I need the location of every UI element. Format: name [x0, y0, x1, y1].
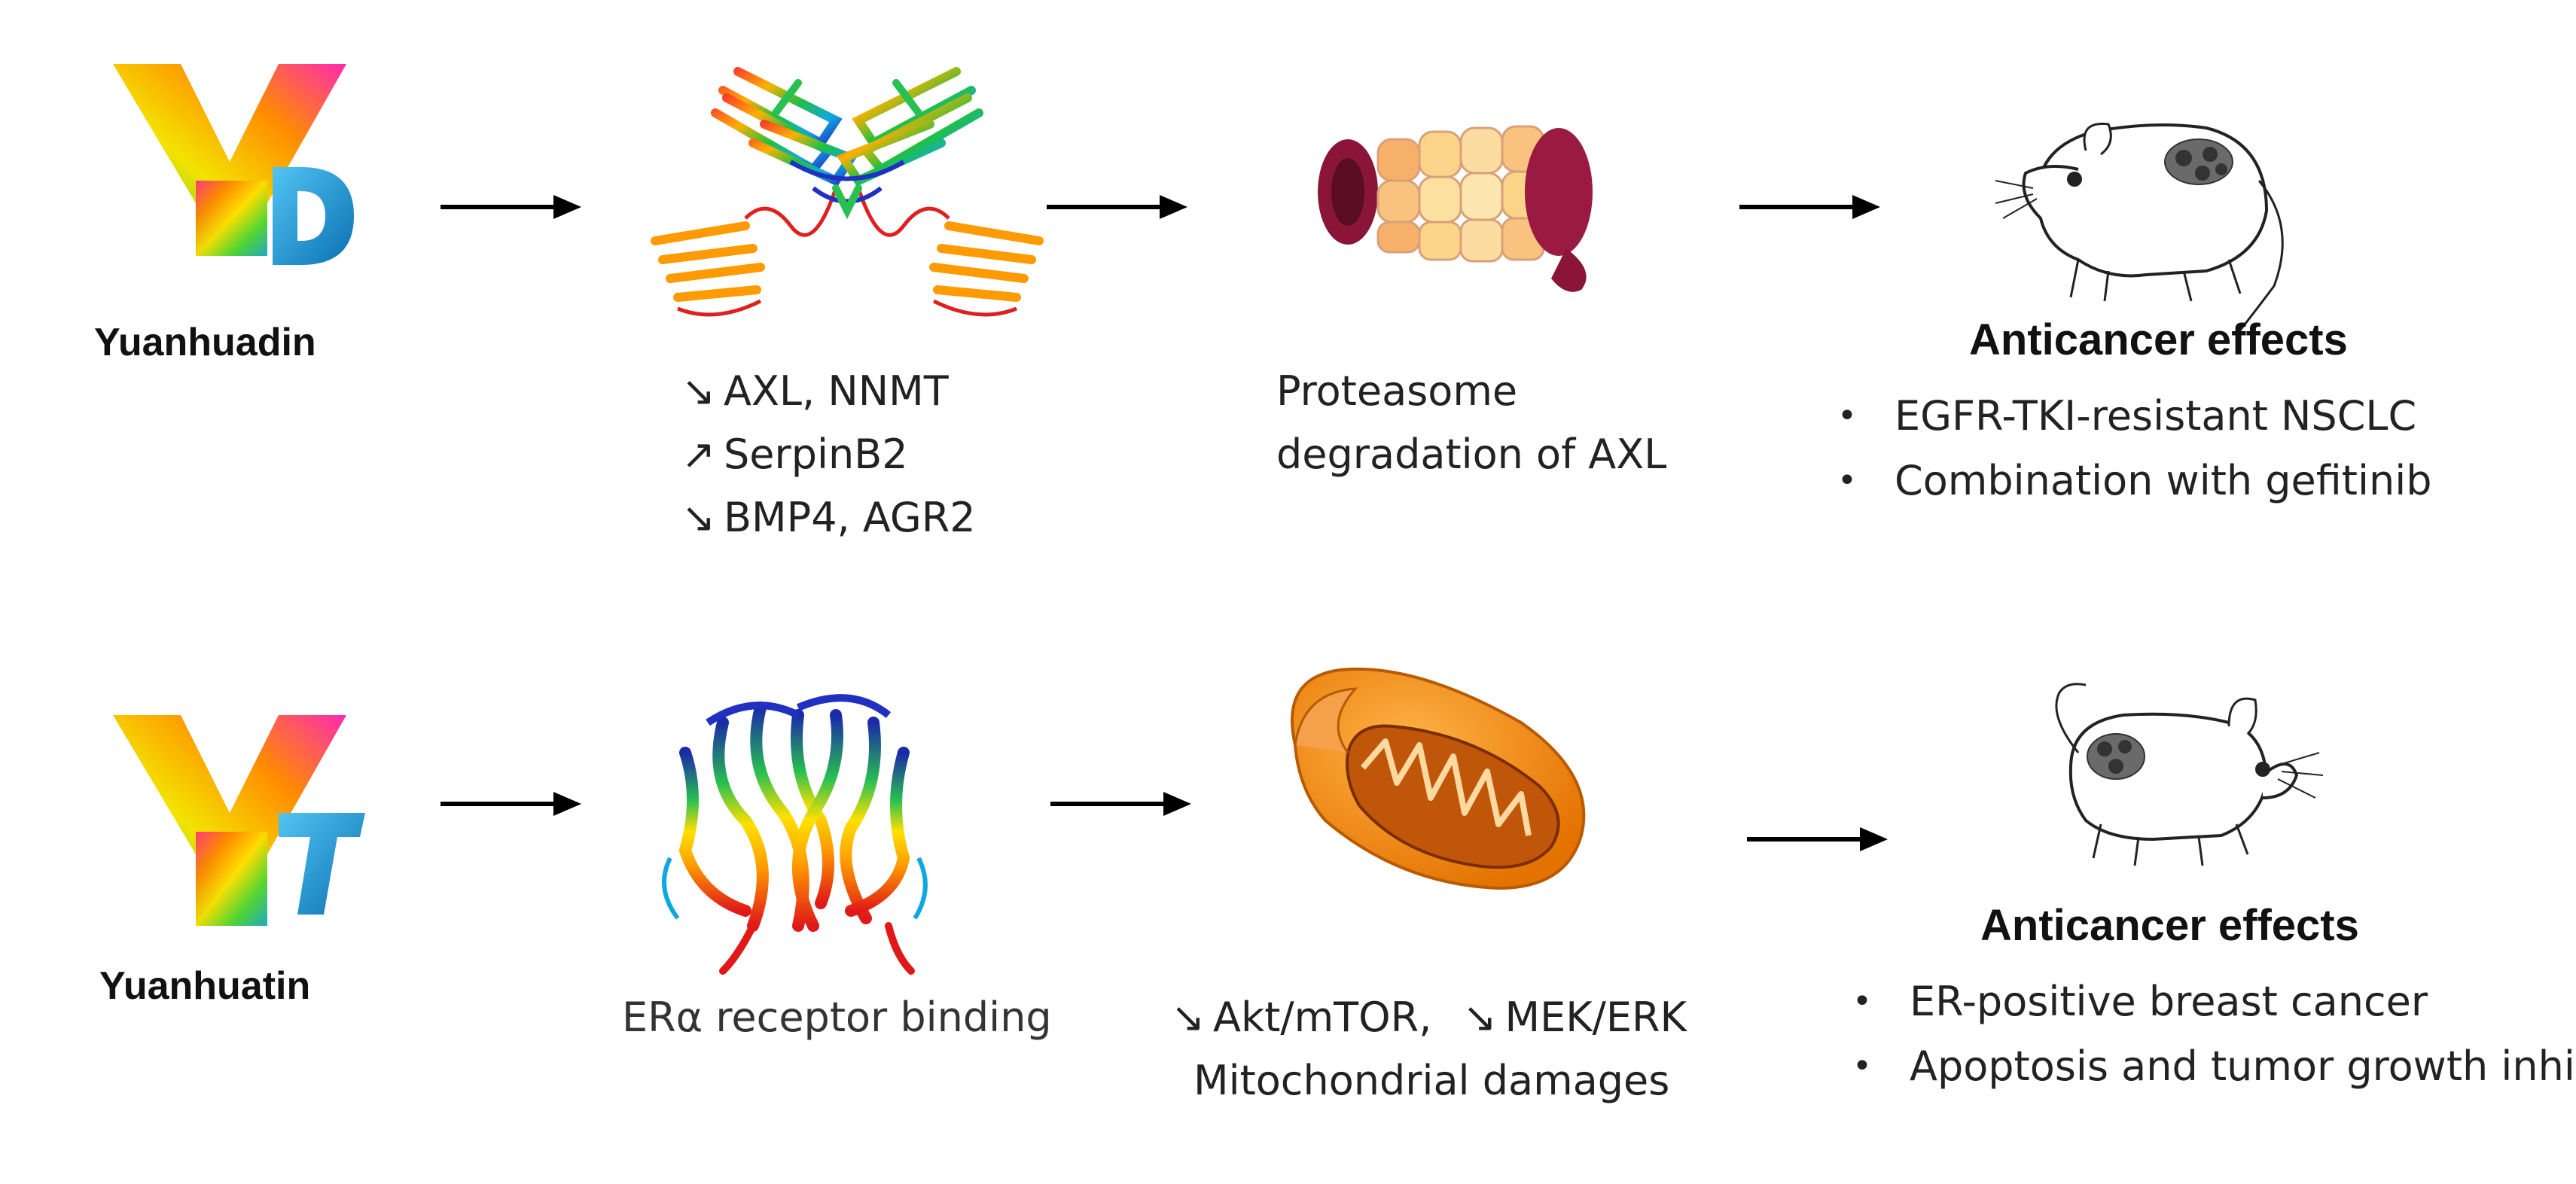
compound-name-yuanhuadin: Yuanhuadin — [94, 321, 316, 364]
mechanism-text: Proteasome degradation of AXL — [1276, 367, 1667, 478]
rainbow-y-shape — [113, 715, 346, 926]
effects-title-bottom: Anticancer effects — [1980, 901, 2359, 950]
yuanhuatin-logo — [113, 715, 365, 926]
compound-name-yuanhuatin: Yuanhuatin — [99, 964, 311, 1008]
effect-item: Combination with gefitinib — [1830, 449, 2431, 513]
rainbow-y-shape — [113, 64, 346, 256]
arrow — [1047, 195, 1187, 219]
down-arrow-icon: ↘ — [1171, 994, 1206, 1041]
protein-structure-icon — [651, 67, 1044, 317]
mitochondria-icon — [1291, 667, 1586, 890]
blue-letter-shape — [279, 813, 365, 915]
target-item: ↗SerpinB2 — [681, 423, 976, 486]
mouse-tumor-icon — [2055, 683, 2324, 866]
mouse-tumor-icon — [1995, 122, 2284, 336]
proteasome-icon — [1318, 125, 1593, 292]
pathway-text: ↘Akt/mTOR, ↘MEK/ERK Mitochondrial damage… — [1171, 986, 1687, 1112]
effect-item: EGFR-TKI-resistant NSCLC — [1830, 384, 2431, 449]
target-item: ↘AXL, NNMT — [681, 360, 976, 423]
arrow — [1050, 792, 1191, 816]
effect-item: Apoptosis and tumor growth inhibition — [1845, 1034, 2576, 1099]
arrow — [441, 195, 581, 219]
down-arrow-icon: ↘ — [1462, 994, 1497, 1041]
yuanhuadin-logo — [113, 64, 354, 265]
down-arrow-icon: ↘ — [681, 367, 716, 415]
blue-letter-shape — [273, 167, 354, 265]
target-item: ↘BMP4, AGR2 — [681, 486, 976, 549]
receptor-label: ERα receptor binding — [622, 994, 1052, 1041]
arrow — [1747, 827, 1888, 851]
target-list: ↘AXL, NNMT ↗SerpinB2 ↘BMP4, AGR2 — [681, 360, 976, 549]
protein-structure-icon — [662, 694, 928, 975]
effects-list-bottom: ER-positive breast cancer Apoptosis and … — [1845, 969, 2576, 1099]
effects-list-top: EGFR-TKI-resistant NSCLC Combination wit… — [1830, 384, 2431, 513]
effects-title-top: Anticancer effects — [1969, 315, 2348, 364]
up-arrow-icon: ↗ — [681, 431, 716, 478]
effect-item: ER-positive breast cancer — [1845, 969, 2568, 1034]
down-arrow-icon: ↘ — [681, 494, 716, 541]
arrow — [1739, 195, 1880, 219]
arrow — [441, 792, 581, 816]
